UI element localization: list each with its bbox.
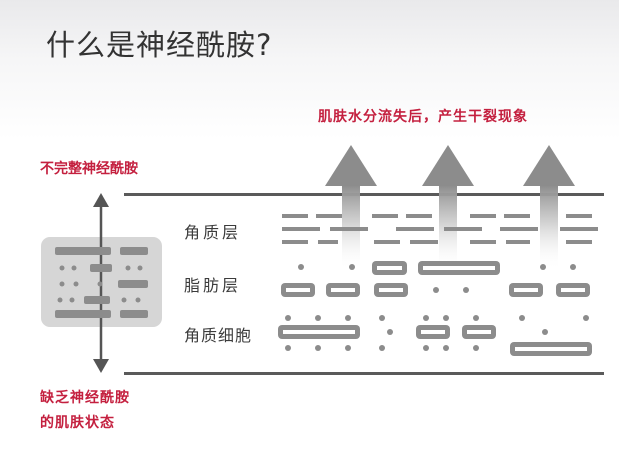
lacking-ceramide-line1: 缺乏神经酰胺 — [40, 390, 130, 406]
layer-label-stratum-corneum: 角质层 — [184, 223, 242, 242]
corneocyte-elements — [278, 315, 592, 356]
lacking-ceramide-label: 缺乏神经酰胺 的肌肤状态 — [40, 386, 130, 436]
inset-skin-elements — [55, 247, 148, 318]
sebum-layer-elements — [281, 261, 590, 297]
stratum-corneum-dashes — [282, 214, 598, 244]
water-loss-annotation: 肌肤水分流失后，产生干裂现象 — [318, 109, 528, 125]
moisture-loss-arrow-2 — [422, 145, 474, 270]
skin-top-boundary — [124, 193, 604, 196]
page-title: 什么是神经酰胺? — [46, 28, 273, 62]
skin-bottom-boundary — [124, 372, 604, 375]
layer-label-corneocytes: 角质细胞 — [184, 326, 253, 345]
incomplete-ceramide-label: 不完整神经酰胺 — [40, 161, 138, 177]
moisture-loss-arrow-1 — [325, 145, 377, 270]
moisture-loss-arrow-3 — [523, 145, 575, 270]
lacking-ceramide-line2: 的肌肤状态 — [40, 415, 115, 431]
layer-label-sebum: 脂肪层 — [184, 276, 242, 295]
